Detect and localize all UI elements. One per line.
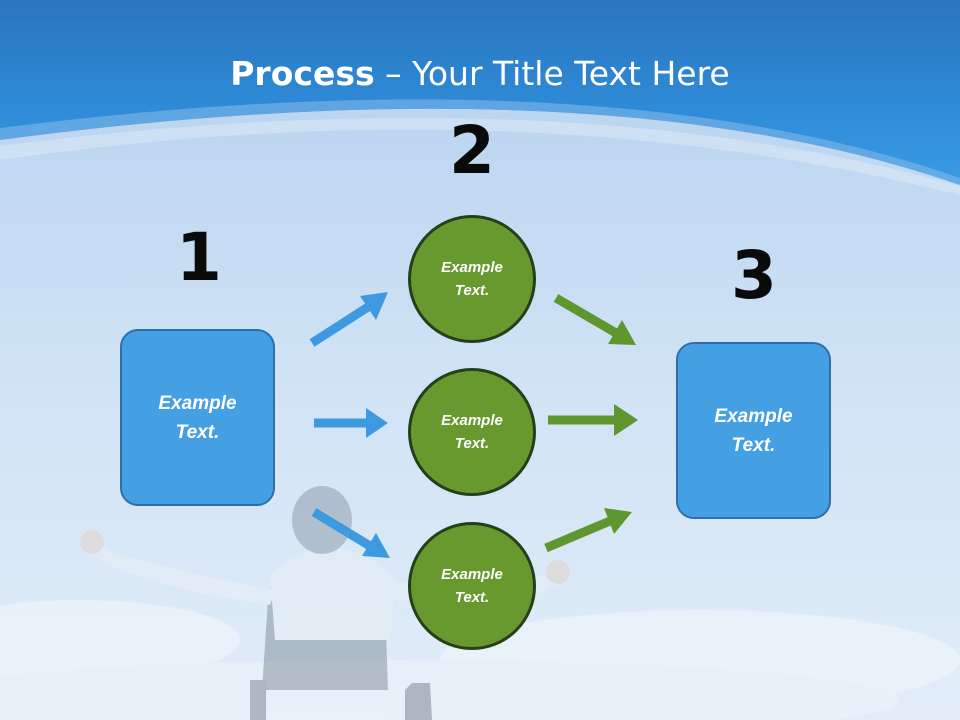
step3-box-line1: Example	[714, 405, 793, 427]
title-rest: – Your Title Text Here	[374, 54, 730, 93]
header-band	[0, 0, 960, 185]
step-number-2: 2	[449, 112, 495, 189]
circle-1-text: Example Text.	[422, 256, 522, 302]
header-highlight	[0, 99, 960, 185]
circle-2-text: Example Text.	[422, 409, 522, 455]
step2-circle-3[interactable]: Example Text.	[408, 522, 536, 650]
circle-2-line1: Example	[441, 412, 503, 429]
slide-title: Process – Your Title Text Here	[0, 52, 960, 96]
step3-box[interactable]: Example Text.	[676, 342, 831, 519]
circle-1-line2: Text.	[454, 282, 490, 299]
step3-box-line2: Text.	[731, 434, 776, 456]
step2-circle-1[interactable]: Example Text.	[408, 215, 536, 343]
step1-box-line1: Example	[158, 392, 237, 414]
circle-1-line1: Example	[441, 259, 503, 276]
step1-box[interactable]: Example Text.	[120, 329, 275, 506]
circle-2-line2: Text.	[454, 435, 490, 452]
circle-3-text: Example Text.	[422, 563, 522, 609]
step-number-3: 3	[731, 237, 777, 314]
step1-box-line2: Text.	[175, 421, 220, 443]
step-number-1: 1	[176, 219, 222, 296]
clouds	[0, 600, 960, 720]
circle-3-line1: Example	[441, 566, 503, 583]
title-bold: Process	[230, 54, 375, 93]
step2-circle-2[interactable]: Example Text.	[408, 368, 536, 496]
step3-box-text: Example Text.	[694, 402, 814, 460]
step1-box-text: Example Text.	[138, 389, 258, 447]
circle-3-line2: Text.	[454, 589, 490, 606]
